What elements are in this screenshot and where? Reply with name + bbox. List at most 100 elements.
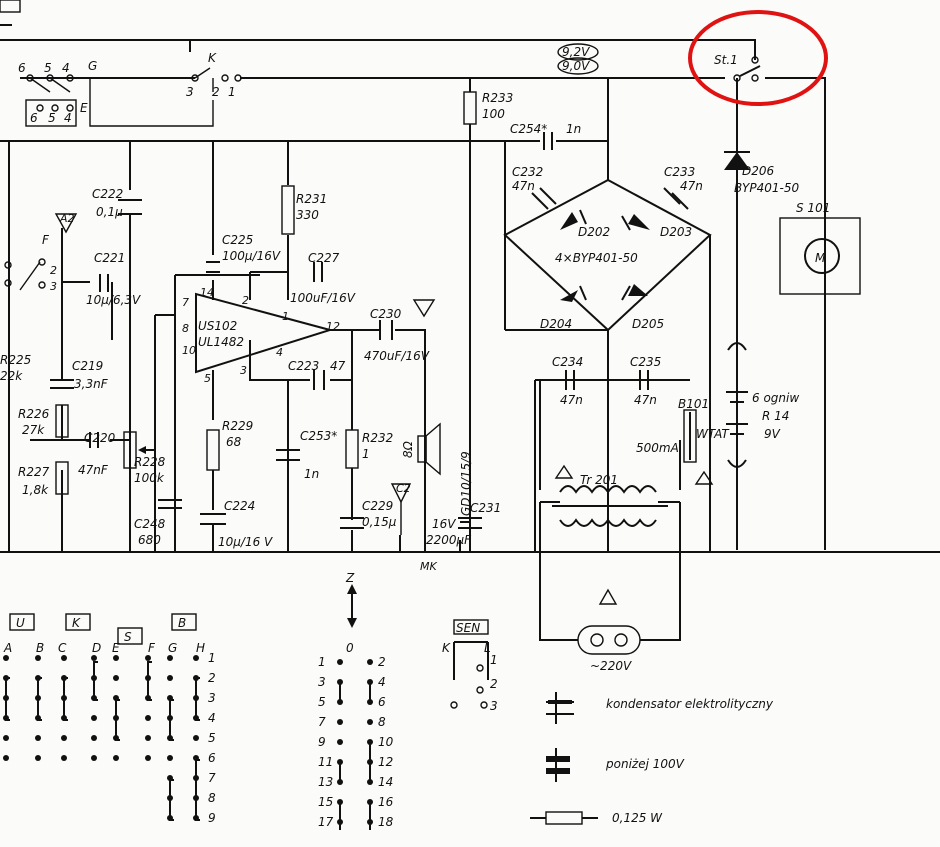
- svg-text:100: 100: [482, 107, 505, 121]
- z-switch-right-number: 2: [378, 655, 386, 669]
- key-contact-dot: [145, 655, 151, 661]
- key-contact-dot: [113, 675, 119, 681]
- key-contact-dot: [3, 755, 9, 761]
- z-switch-left-number: 5: [318, 695, 326, 709]
- svg-text:4×BYP401-50: 4×BYP401-50: [555, 251, 638, 265]
- key-tab-U: [9, 613, 35, 631]
- z-switch-left-number: 9: [318, 735, 326, 749]
- svg-text:poniżej 100V: poniżej 100V: [605, 757, 685, 771]
- z-switch-left-number: 3: [318, 675, 326, 689]
- svg-text:R228: R228: [134, 455, 166, 469]
- r229-resistor: R229 68: [206, 419, 253, 471]
- key-contact-dot: [113, 655, 119, 661]
- key-row-number: 2: [208, 671, 216, 685]
- key-bracket: [63, 677, 68, 721]
- key-contact-dot: [35, 755, 41, 761]
- key-tab-K: [65, 613, 91, 631]
- svg-text:2: 2: [490, 677, 498, 691]
- svg-text:St.1: St.1: [714, 53, 738, 67]
- c219-capacitor: C219 3,3nF: [50, 359, 109, 391]
- svg-text:0: 0: [346, 641, 354, 655]
- svg-text:0,15µ: 0,15µ: [362, 515, 397, 529]
- c254-capacitor: C254* 1n: [510, 122, 581, 150]
- key-contact-dot: [167, 755, 173, 761]
- svg-text:UL1482: UL1482: [198, 335, 244, 349]
- c225-capacitor: C225 100µ/16V: [206, 233, 281, 273]
- svg-text:100k: 100k: [134, 471, 165, 485]
- svg-text:MK: MK: [420, 560, 437, 573]
- z-switch-right-number: 18: [378, 815, 394, 829]
- ul1482-amplifier: US102 UL1482 14 2 1 12 7 8 10 5 3 4: [182, 286, 340, 385]
- svg-text:C219: C219: [72, 359, 103, 373]
- svg-text:47: 47: [330, 359, 346, 373]
- svg-text:27k: 27k: [22, 423, 45, 437]
- svg-text:B101: B101: [678, 397, 709, 411]
- key-contact-dot: [61, 655, 67, 661]
- z-switch-left-number: 15: [318, 795, 333, 809]
- svg-text:R229: R229: [222, 419, 253, 433]
- svg-text:R233: R233: [482, 91, 513, 105]
- key-contact-dot: [145, 755, 151, 761]
- switch-label-e: E: [80, 101, 88, 115]
- z-switch-dot: [337, 659, 343, 665]
- svg-text:C229: C229: [362, 499, 393, 513]
- st1-switch: St.1: [688, 10, 828, 106]
- c220-capacitor: C220 47nF: [78, 431, 116, 477]
- z-switch-left-number: 1: [318, 655, 326, 669]
- svg-text:BYP401-50: BYP401-50: [734, 181, 799, 195]
- key-letter: B: [36, 641, 44, 655]
- key-bracket: [169, 699, 174, 741]
- svg-text:3: 3: [240, 364, 247, 377]
- z-switch-dot: [367, 719, 373, 725]
- c227-capacitor: C227 100uF/16V: [290, 251, 356, 305]
- key-contact-dot: [3, 735, 9, 741]
- svg-text:A2: A2: [59, 212, 75, 225]
- sen-switch: SEN K L 1 2 3: [442, 619, 498, 713]
- switch-label-4a: 4: [62, 61, 70, 75]
- switch-label-g: G: [88, 59, 97, 73]
- key-contact-dot: [61, 755, 67, 761]
- z-switch-dot: [337, 779, 343, 785]
- c224-capacitor: C224 10µ/16 V: [200, 499, 273, 549]
- z-switch-right-number: 10: [378, 735, 394, 749]
- key-bracket: [115, 699, 120, 741]
- svg-text:1: 1: [282, 310, 289, 323]
- svg-text:R225: R225: [0, 353, 31, 367]
- key-bracket: [147, 661, 152, 701]
- key-row-number: 6: [208, 751, 216, 765]
- svg-text:10: 10: [182, 344, 196, 357]
- svg-text:C235: C235: [630, 355, 661, 369]
- z-switch-dot: [337, 699, 343, 705]
- svg-text:47n: 47n: [512, 179, 535, 193]
- switch-label-2: 2: [212, 85, 220, 99]
- svg-text:R231: R231: [296, 192, 327, 206]
- svg-text:D204: D204: [540, 317, 572, 331]
- c230-capacitor: C230 470uF/16V: [364, 299, 436, 363]
- svg-text:C221: C221: [94, 251, 125, 265]
- battery-pack: 6 ogniw R 14 9V: [726, 342, 799, 468]
- svg-text:R232: R232: [362, 431, 393, 445]
- z-switch-left-number: 11: [318, 755, 333, 769]
- key-letter: C: [58, 641, 67, 655]
- svg-text:10µ/6,3V: 10µ/6,3V: [86, 293, 141, 307]
- svg-text:3: 3: [490, 699, 498, 713]
- svg-text:D202: D202: [578, 225, 610, 239]
- key-row-number: 8: [208, 791, 216, 805]
- svg-text:47n: 47n: [634, 393, 657, 407]
- svg-text:22k: 22k: [0, 369, 23, 383]
- z-switch-left-number: 17: [318, 815, 334, 829]
- svg-text:16V: 16V: [432, 517, 456, 531]
- b101-fuse: B101 500mA WTAT: [636, 397, 730, 463]
- switch-label-6b: 6: [30, 111, 38, 125]
- z-switch-dot: [367, 779, 373, 785]
- key-contact-dot: [91, 735, 97, 741]
- switch-label-f3: 3: [50, 280, 57, 293]
- svg-text:47n: 47n: [560, 393, 583, 407]
- svg-text:D203: D203: [660, 225, 692, 239]
- tr201-transformer: Tr 201: [552, 464, 714, 605]
- key-bracket: [37, 677, 42, 721]
- svg-text:K: K: [442, 641, 451, 655]
- r228-potentiometer: R228 100k: [123, 431, 166, 485]
- key-contact-dot: [145, 715, 151, 721]
